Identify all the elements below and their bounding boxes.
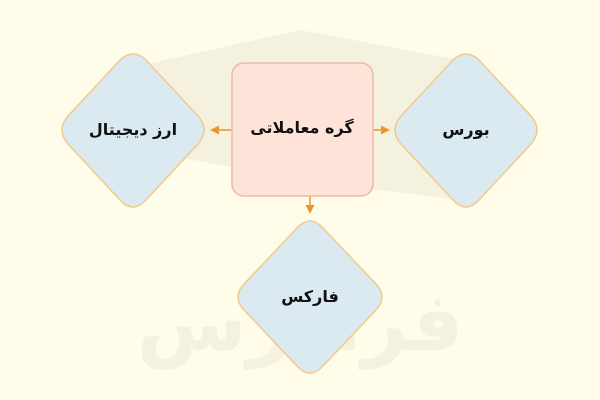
node-left-diamond xyxy=(61,53,205,208)
node-right-diamond xyxy=(394,53,538,208)
node-bottom-diamond xyxy=(237,220,383,374)
node-left-label: ارز دیجیتال xyxy=(88,120,178,139)
node-bottom-label: فارکس xyxy=(281,287,339,306)
node-center-rect xyxy=(231,62,374,197)
node-right-label: بورس xyxy=(442,120,490,139)
node-center-label: گره معاملاتی xyxy=(250,118,354,137)
